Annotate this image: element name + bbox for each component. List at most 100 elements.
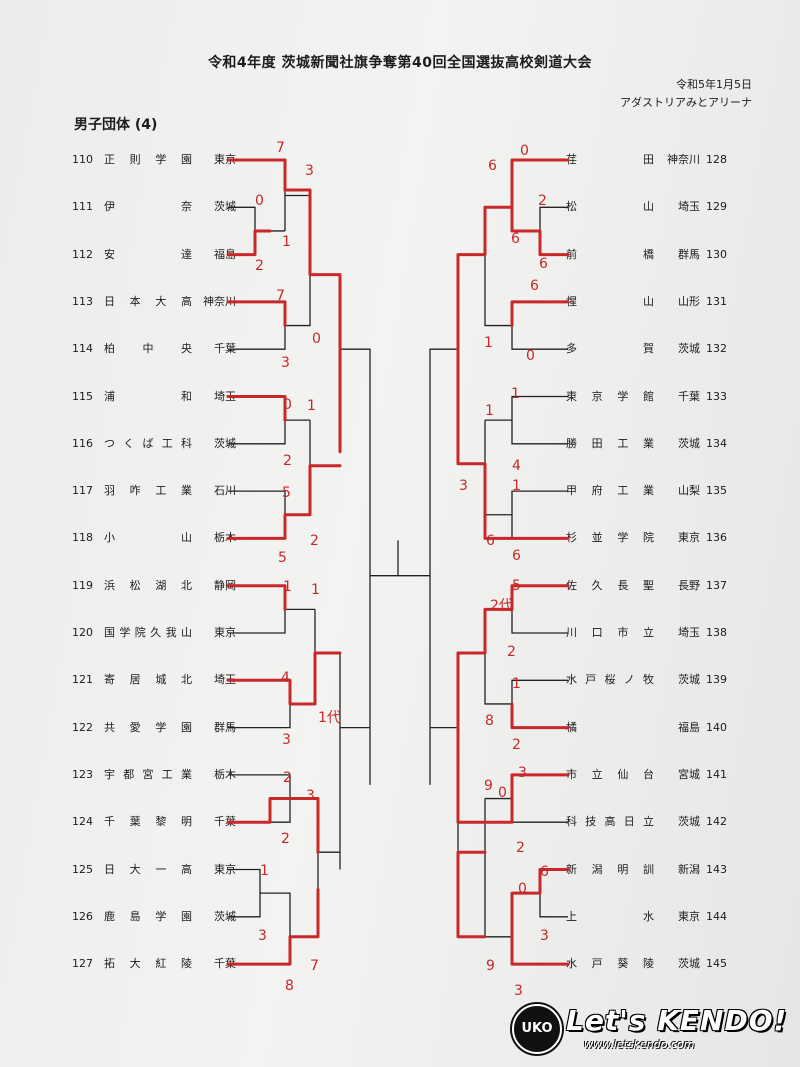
bracket-line (290, 798, 319, 938)
entry-number: 124 (72, 815, 93, 829)
prefecture: 茨城 (214, 436, 236, 450)
prefecture: 栃木 (214, 767, 236, 781)
prefecture: 山形 (678, 294, 700, 308)
entry-number: 113 (72, 294, 93, 308)
team-name: 日本大高 (104, 294, 192, 308)
prefecture: 千葉 (214, 957, 236, 971)
prefecture: 茨城 (678, 957, 700, 971)
team-name: 佐久長聖 (566, 578, 654, 592)
tournament-title: 令和4年度 茨城新聞社旗争奪第40回全国選抜高校剣道大会 (207, 55, 593, 71)
bracket-line (228, 206, 256, 256)
handwritten-score: 1 (307, 398, 316, 414)
entry-number: 130 (706, 247, 727, 261)
team-name: 浜松湖北 (104, 578, 192, 592)
entry-number: 141 (706, 767, 727, 781)
uko-badge: UKO (512, 1004, 562, 1054)
prefecture: 埼玉 (678, 200, 700, 214)
entry-number: 143 (706, 862, 727, 876)
entry-number: 119 (72, 578, 93, 592)
prefecture: 東京 (678, 909, 700, 923)
entry-number: 125 (72, 862, 93, 876)
entry-number: 136 (706, 531, 727, 545)
bracket-line (228, 585, 286, 634)
handwritten-score: 6 (512, 548, 521, 564)
winner-path (226, 158, 342, 454)
team-name: 多賀 (566, 342, 654, 356)
entry-number: 116 (72, 436, 93, 450)
winner-path (510, 702, 570, 730)
bracket-line (228, 395, 286, 445)
handwritten-score: 5 (278, 550, 287, 566)
winner-path (456, 850, 487, 939)
team-name: 水戸葵陵 (566, 957, 654, 971)
handwritten-score: 2 (507, 644, 516, 660)
handwritten-score: 9 (486, 958, 495, 974)
prefecture: 群馬 (678, 247, 700, 261)
handwritten-score: 3 (518, 765, 527, 781)
bracket-line (228, 301, 286, 350)
team-name: 宇都宮工業 (104, 767, 192, 781)
handwritten-score: 6 (511, 231, 520, 247)
team-name: 松山 (566, 200, 654, 214)
handwritten-score: 2 (516, 840, 525, 856)
entry-number: 120 (72, 626, 93, 639)
team-name: 日大一高 (104, 862, 192, 876)
prefecture: 新潟 (678, 862, 700, 876)
team-name: 市立仙台 (566, 767, 654, 781)
entry-number: 123 (72, 767, 93, 781)
prefecture: 埼玉 (214, 673, 236, 687)
entry-number: 126 (72, 909, 93, 923)
bracket-line (285, 195, 311, 327)
entry-number: 117 (72, 484, 93, 498)
prefecture: 茨城 (214, 909, 236, 923)
winner-path (510, 158, 570, 257)
prefecture: 茨城 (678, 342, 700, 356)
entry-number: 129 (706, 200, 727, 214)
handwritten-score: 7 (276, 140, 285, 156)
team-name: 小山 (104, 531, 192, 545)
entry-number: 127 (72, 957, 93, 971)
winner-path (226, 300, 287, 328)
team-name: 勝田工業 (566, 436, 654, 450)
entry-number: 121 (72, 673, 93, 687)
prefecture: 長野 (678, 578, 700, 592)
handwritten-score: 3 (540, 928, 549, 944)
handwritten-score: 0 (526, 348, 535, 364)
prefecture: 東京 (214, 153, 236, 166)
team-name: 寄居城北 (104, 673, 192, 687)
prefecture: 茨城 (678, 815, 700, 829)
handwritten-score: 2代 (490, 598, 513, 614)
prefecture: 茨城 (214, 200, 236, 214)
handwritten-score: 0 (255, 193, 264, 209)
bracket-line (429, 348, 458, 785)
team-name: 甲府工業 (566, 484, 654, 498)
handwritten-score: 3 (258, 928, 267, 944)
bracket-entry: 135 甲府工業 山梨 (566, 481, 730, 501)
bracket-line (511, 490, 568, 540)
prefecture: 山梨 (678, 484, 700, 498)
team-name: 前橋 (566, 247, 654, 261)
handwritten-score: 0 (312, 331, 321, 347)
entry-number: 131 (706, 294, 727, 308)
prefecture: 東京 (214, 862, 236, 876)
team-name: 東京学館 (566, 389, 654, 403)
entry-number: 135 (706, 484, 727, 498)
handwritten-score: 1 (512, 676, 521, 692)
bracket-line (340, 348, 371, 785)
handwritten-score: 1 (282, 234, 291, 250)
entry-number: 145 (706, 957, 727, 971)
